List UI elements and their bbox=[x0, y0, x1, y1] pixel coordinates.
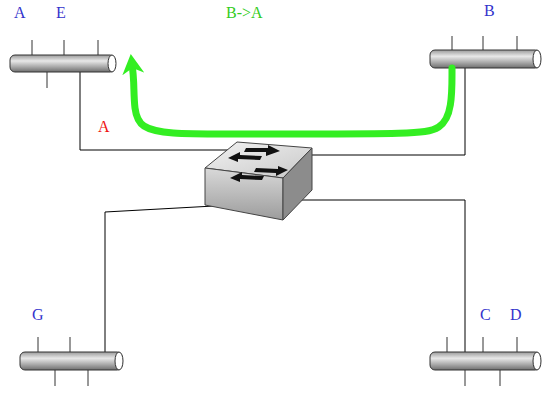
host-name: C bbox=[480, 306, 491, 324]
host-name: A bbox=[14, 4, 26, 22]
bus-segment: AE bbox=[8, 2, 120, 76]
switch-icon bbox=[205, 142, 312, 220]
host-name: D bbox=[510, 306, 522, 324]
host-name: G bbox=[32, 306, 44, 324]
flow-label: B->A bbox=[226, 4, 263, 22]
host-name: B bbox=[484, 2, 495, 20]
bus-segment: B bbox=[428, 0, 542, 70]
host-name: E bbox=[56, 4, 66, 22]
bus-segment: G bbox=[18, 304, 126, 374]
flow-arrow bbox=[132, 64, 452, 134]
bus-segment bbox=[10, 36, 541, 386]
bus-segment: CD bbox=[428, 304, 542, 374]
port-label: A bbox=[98, 118, 110, 136]
